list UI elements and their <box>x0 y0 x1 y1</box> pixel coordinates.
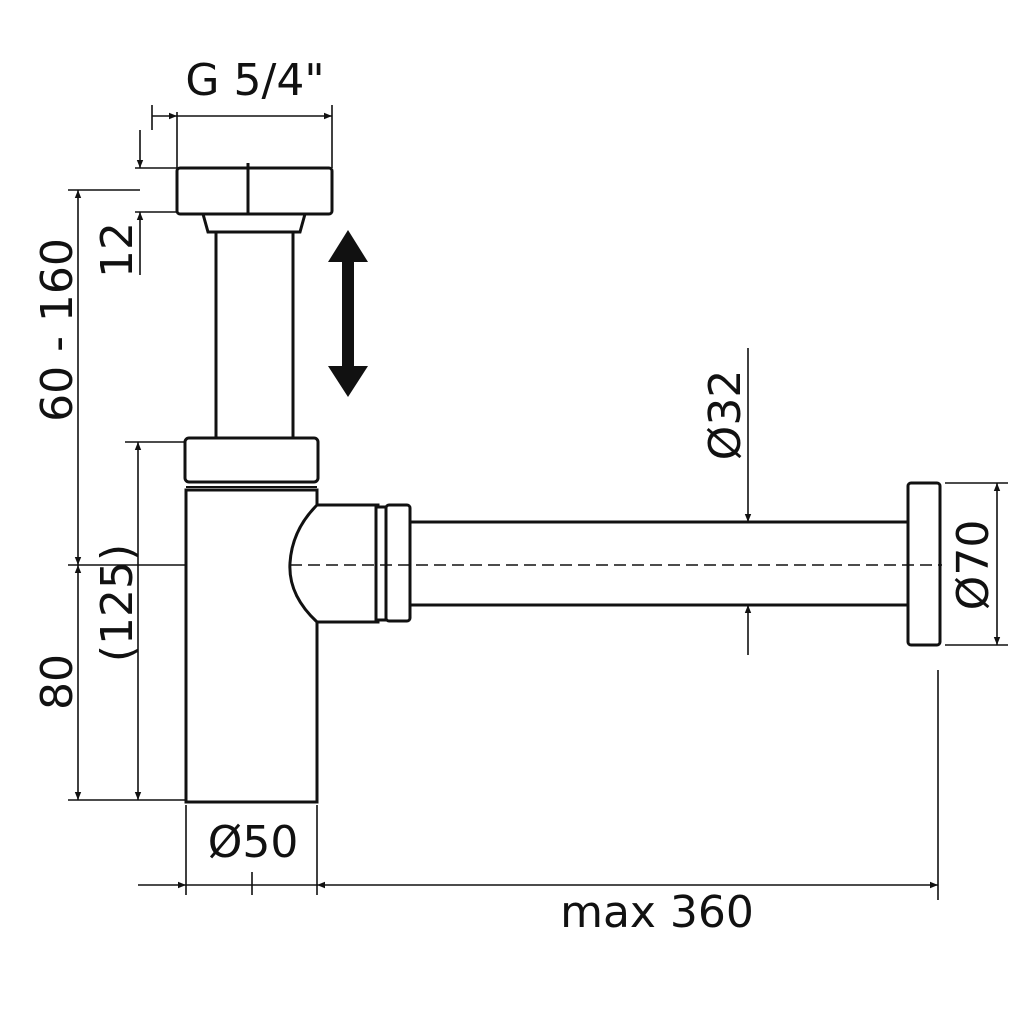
trap-body <box>175 163 942 804</box>
outlet-height-alt-label: (125) <box>92 544 143 662</box>
nut-height-dimension: 12 <box>92 130 177 278</box>
height-range-label: 60 - 160 <box>32 238 83 422</box>
height-dimensions: 60 - 160 80 (125) <box>32 189 185 801</box>
horizontal-pipe <box>408 520 910 607</box>
body-collar <box>183 436 320 484</box>
thread-dimension: G 5/4" <box>151 55 333 168</box>
coupling-nut <box>175 166 334 216</box>
elbow-cap <box>384 503 412 623</box>
outlet-elbow <box>288 503 380 624</box>
max-length-label: max 360 <box>560 887 754 938</box>
body-diameter-label: Ø50 <box>208 817 299 868</box>
pipe-diameter-dimension: Ø32 <box>700 348 752 655</box>
height-adjust-arrow-icon <box>328 230 368 397</box>
tail-pipe <box>214 226 295 442</box>
nut-neck <box>201 212 307 234</box>
pipe-diameter-label: Ø32 <box>700 370 751 461</box>
outlet-height-label: 80 <box>32 654 83 710</box>
nut-height-label: 12 <box>92 222 143 278</box>
flange-diameter-label: Ø70 <box>948 520 999 611</box>
thread-label: G 5/4" <box>185 55 324 106</box>
flange-diameter-dimension: Ø70 <box>945 482 1008 646</box>
bottom-dimensions: Ø50 max 360 <box>138 670 939 938</box>
wall-flange <box>906 481 942 647</box>
